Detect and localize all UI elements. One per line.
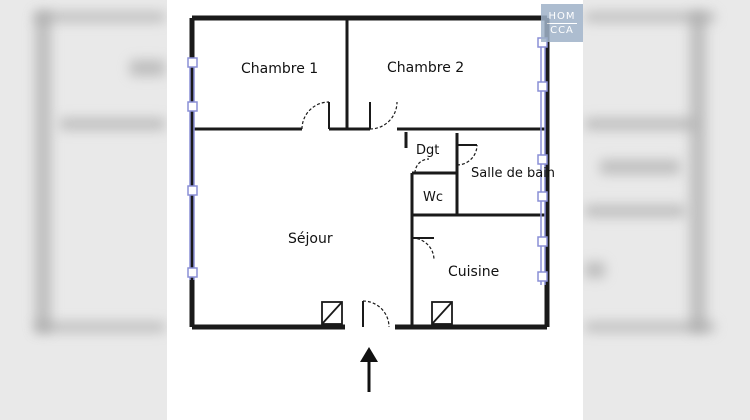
room-label-cuisine: Cuisine [448,264,499,280]
room-label-sejour: Séjour [288,231,333,247]
homcca-logo: HOM CCA [541,4,583,42]
interior-walls [192,18,547,327]
room-label-wc: Wc [423,190,443,205]
room-label-chambre-2: Chambre 2 [387,60,464,76]
floor-plan-drawing: Chambre 1 Chambre 2 Dgt Salle de bain Wc… [187,15,555,392]
room-label-salle-de-bain: Salle de bain [471,166,555,181]
floor-plan: Chambre 1 Chambre 2 Dgt Salle de bain Wc… [167,0,583,420]
room-label-chambre-1: Chambre 1 [241,61,318,77]
logo-divider [547,22,577,24]
door-swings [301,101,478,328]
door-leaves [328,102,477,327]
logo-line-1: HOM [548,10,576,22]
fixtures [321,301,453,325]
logo-line-2: CCA [550,24,574,36]
arrow-up-icon [360,347,378,392]
windows [187,37,548,285]
room-label-dgt: Dgt [416,143,439,158]
